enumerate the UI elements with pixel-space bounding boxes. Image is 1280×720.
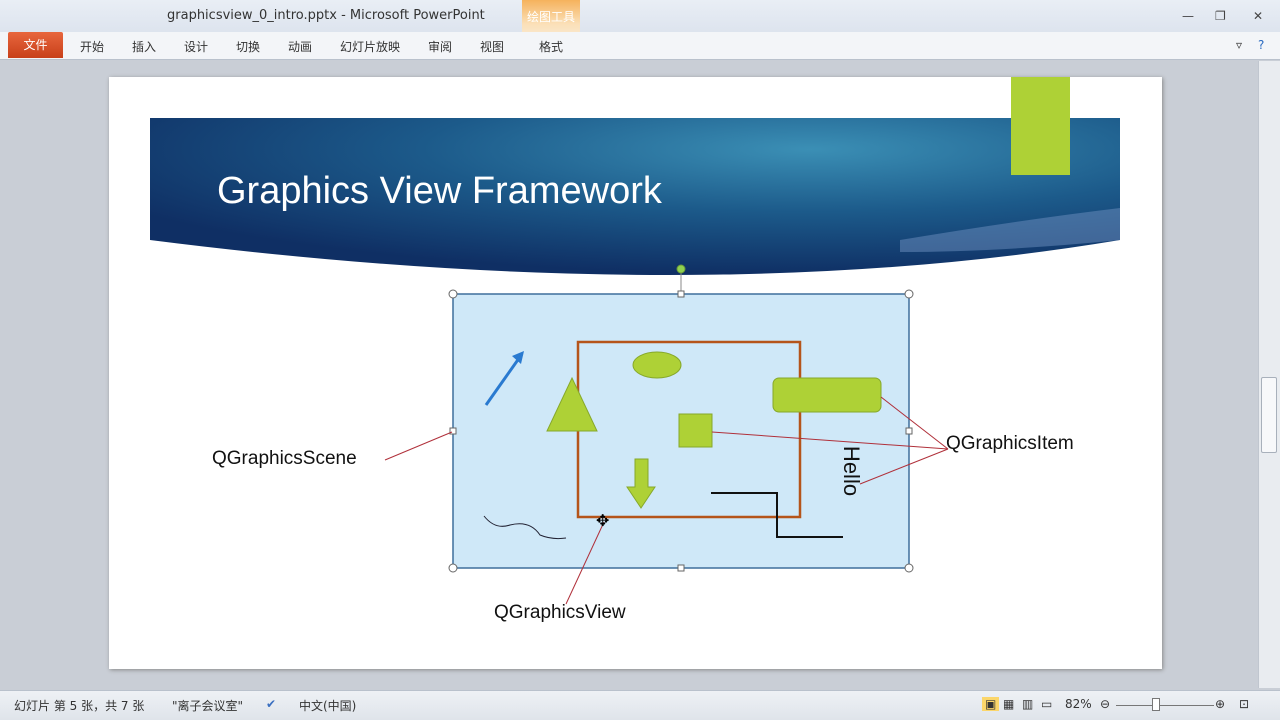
spellcheck-icon[interactable]: ✔ bbox=[266, 697, 277, 711]
chevron-down-icon[interactable]: ▿ bbox=[1236, 38, 1243, 52]
triangle-item bbox=[546, 376, 598, 432]
ellipse-item bbox=[632, 351, 682, 379]
restore-button[interactable]: ❐ bbox=[1215, 9, 1226, 23]
tab-format[interactable]: 格式 bbox=[539, 40, 564, 54]
tab-view[interactable]: 视图 bbox=[480, 40, 505, 54]
tab-review[interactable]: 审阅 bbox=[428, 40, 453, 54]
tab-animations[interactable]: 动画 bbox=[288, 40, 313, 54]
file-tab[interactable]: 文件 bbox=[8, 32, 63, 58]
zoom-slider-thumb[interactable] bbox=[1152, 698, 1160, 711]
hello-text-item[interactable]: Hello bbox=[839, 445, 865, 497]
theme-name: "离子会议室" bbox=[172, 699, 244, 713]
square-item bbox=[678, 413, 713, 448]
zoom-in-icon[interactable]: ⊕ bbox=[1215, 697, 1226, 711]
slide-title[interactable]: Graphics View Framework bbox=[217, 170, 662, 212]
move-cursor-icon: ✥ bbox=[596, 511, 609, 530]
label-view[interactable]: QGraphicsView bbox=[494, 602, 626, 623]
reading-view-icon[interactable]: ▥ bbox=[1022, 697, 1034, 711]
zoom-level[interactable]: 82% bbox=[1065, 697, 1092, 711]
normal-view-icon[interactable]: ▣ bbox=[982, 697, 1000, 711]
status-bar: 幻灯片 第 5 张，共 7 张 "离子会议室" ✔ 中文(中国) ▣ ▦ ▥ ▭… bbox=[0, 690, 1280, 720]
zoom-slider[interactable] bbox=[1116, 705, 1214, 706]
fit-to-window-icon[interactable]: ⊡ bbox=[1239, 697, 1250, 711]
label-item[interactable]: QGraphicsItem bbox=[946, 433, 1074, 454]
tab-slideshow[interactable]: 幻灯片放映 bbox=[340, 40, 401, 54]
green-accent-bar bbox=[1011, 77, 1070, 175]
down-arrow-item bbox=[626, 458, 656, 509]
tab-transitions[interactable]: 切换 bbox=[236, 40, 261, 54]
slideshow-icon[interactable]: ▭ bbox=[1041, 697, 1053, 711]
rotate-handle bbox=[676, 264, 686, 274]
rounded-rect-item bbox=[772, 377, 882, 413]
tab-insert[interactable]: 插入 bbox=[132, 40, 157, 54]
ribbon-tabs: 开始 插入 设计 切换 动画 幻灯片放映 审阅 视图 格式 ▿ ? bbox=[0, 32, 1280, 60]
scroll-thumb[interactable] bbox=[1261, 377, 1277, 453]
tab-home[interactable]: 开始 bbox=[80, 40, 105, 54]
window-title: graphicsview_0_intro.pptx - Microsoft Po… bbox=[167, 8, 485, 23]
minimize-button[interactable]: — bbox=[1182, 9, 1194, 23]
slide-info: 幻灯片 第 5 张，共 7 张 bbox=[14, 699, 145, 713]
zoom-out-icon[interactable]: ⊖ bbox=[1100, 697, 1111, 711]
title-banner bbox=[150, 118, 1120, 275]
vertical-scrollbar[interactable] bbox=[1258, 61, 1280, 688]
close-button[interactable]: ✕ bbox=[1253, 9, 1264, 23]
label-scene[interactable]: QGraphicsScene bbox=[212, 448, 357, 469]
slide-sorter-icon[interactable]: ▦ bbox=[1003, 697, 1015, 711]
title-bar: graphicsview_0_intro.pptx - Microsoft Po… bbox=[0, 0, 1280, 32]
help-icon[interactable]: ? bbox=[1258, 38, 1265, 52]
tab-design[interactable]: 设计 bbox=[184, 40, 209, 54]
language[interactable]: 中文(中国) bbox=[299, 699, 357, 713]
context-group-label: 绘图工具 bbox=[526, 10, 575, 24]
